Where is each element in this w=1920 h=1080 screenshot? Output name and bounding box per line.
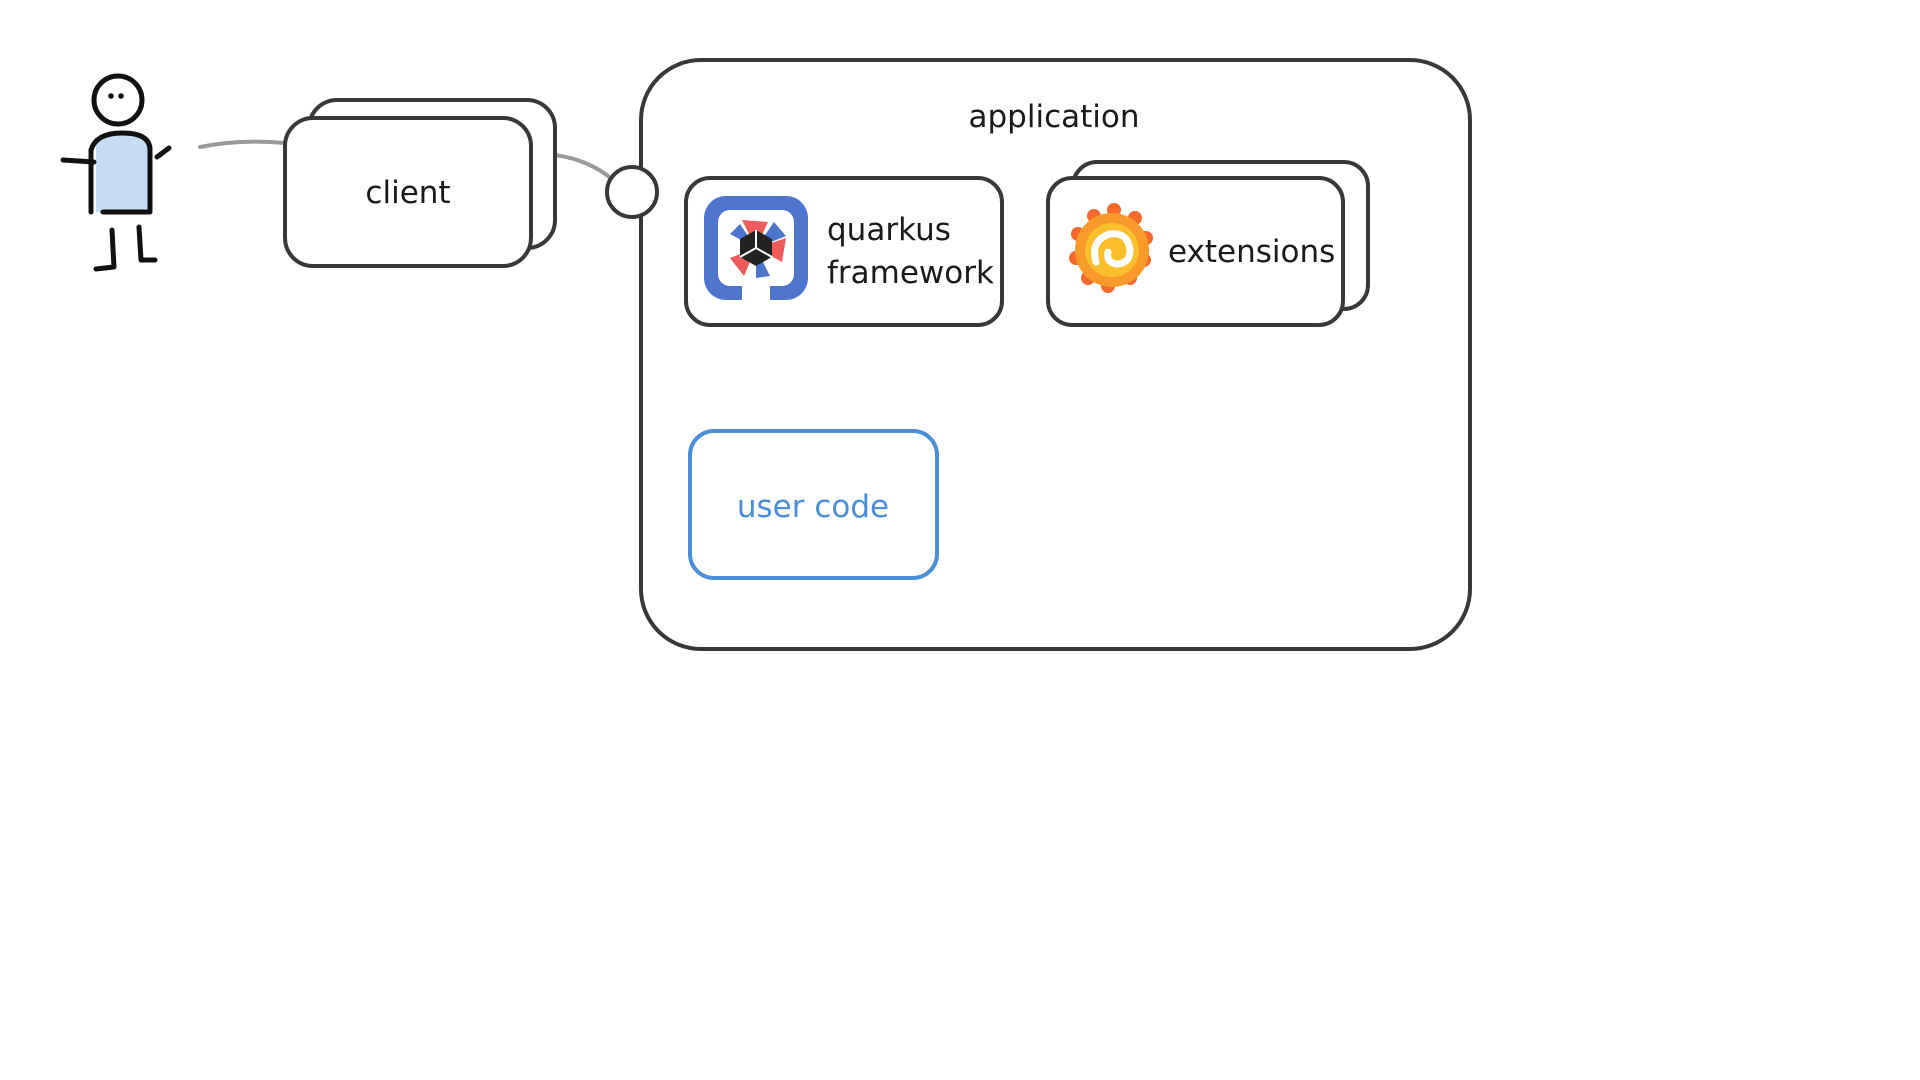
quarkus-logo-icon: [704, 196, 808, 300]
user-code-label: user code: [737, 489, 889, 525]
user-code-box: [688, 429, 939, 580]
framework-label-line1: quarkus: [827, 212, 951, 248]
actor-client-connector: [198, 139, 287, 149]
framework-node: quarkus framework: [684, 176, 1004, 327]
extensions-node: extensions: [1046, 160, 1370, 327]
framework-label-line2: framework: [827, 255, 994, 291]
user-stick-figure-icon: [60, 73, 172, 272]
application-port-icon: [605, 165, 659, 219]
extensions-label: extensions: [1168, 234, 1335, 270]
grafana-logo-icon: [1069, 203, 1153, 293]
client-node: client: [283, 98, 557, 268]
client-box: [283, 116, 533, 268]
application-label: application: [969, 99, 1140, 135]
client-label: client: [365, 175, 450, 211]
user-code-node: user code: [688, 429, 939, 580]
client-app-connector: [553, 153, 615, 182]
